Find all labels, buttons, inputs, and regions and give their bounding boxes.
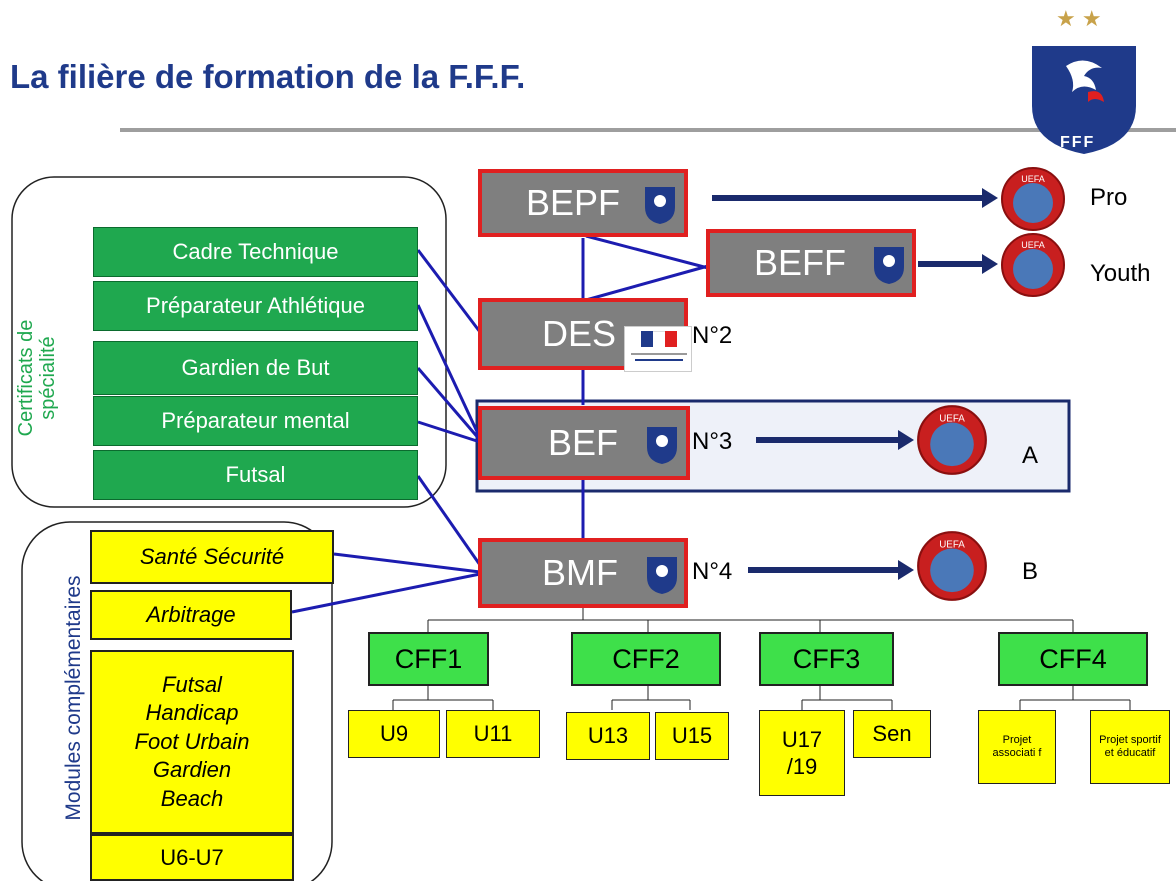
- svg-text:UEFA: UEFA: [939, 413, 965, 424]
- cff3-sub-u17-19: U17 /19: [759, 710, 845, 796]
- cff4-sub-projet-associatif: Projet associati f: [978, 710, 1056, 784]
- specialty-futsal: Futsal: [93, 450, 418, 500]
- specialty-preparateur-athletique: Préparateur Athlétique: [93, 281, 418, 331]
- module-gardien: Gardien: [152, 757, 232, 783]
- title-divider: [120, 128, 1176, 132]
- fff-shield-icon: [647, 557, 677, 594]
- cff4-box: CFF4: [998, 632, 1148, 686]
- uefa-a-label: A: [1022, 442, 1039, 469]
- logo-text: FFF: [1060, 134, 1096, 151]
- level-n3-label: N°3: [692, 428, 733, 455]
- page-title: La filière de formation de la F.F.F.: [10, 58, 526, 95]
- specialty-gardien-de-but: Gardien de But: [93, 341, 418, 395]
- cff3-sub-sen: Sen: [853, 710, 931, 758]
- cff4-sub-projet-sportif: Projet sportif et éducatif: [1090, 710, 1170, 784]
- uefa-badge-icon: UEFA: [1001, 167, 1065, 231]
- module-sante-securite: Santé Sécurité: [90, 530, 334, 584]
- module-handicap: Handicap: [145, 700, 239, 726]
- module-foot-urbain: Foot Urbain: [134, 728, 250, 754]
- specialty-vertical-label: Certificats de spécialité: [15, 319, 59, 437]
- svg-text:UEFA: UEFA: [939, 539, 965, 550]
- svg-text:UEFA: UEFA: [1021, 174, 1045, 184]
- module-arbitrage: Arbitrage: [90, 590, 292, 640]
- cff2-sub-u15: U15: [655, 712, 729, 760]
- uefa-badge-icon: UEFA: [1001, 233, 1065, 297]
- module-futsal: Futsal: [162, 671, 222, 697]
- specialty-frame: [11, 176, 447, 508]
- specialty-cadre-technique: Cadre Technique: [93, 227, 418, 277]
- uefa-pro-label: Pro: [1090, 184, 1128, 211]
- fff-shield-icon: [647, 427, 677, 464]
- cff1-sub-u9: U9: [348, 710, 440, 758]
- cff3-box: CFF3: [759, 632, 894, 686]
- cff1-sub-u11: U11: [446, 710, 540, 758]
- uefa-youth-label: Youth: [1090, 260, 1151, 287]
- cff1-box: CFF1: [368, 632, 489, 686]
- specialty-preparateur-mental: Préparateur mental: [93, 396, 418, 446]
- fff-shield-icon: [874, 247, 904, 284]
- fff-logo: ★ ★ FFF: [1020, 6, 1148, 156]
- uefa-badge-icon: UEFA: [917, 405, 987, 475]
- level-n4-label: N°4: [692, 558, 733, 585]
- module-beach: Beach: [160, 785, 224, 811]
- republique-francaise-logo: [624, 326, 692, 372]
- module-u6-u7: U6-U7: [90, 834, 294, 881]
- cff2-sub-u13: U13: [566, 712, 650, 760]
- level-n2-label: N°2: [692, 322, 733, 349]
- modules-frame: [21, 521, 333, 881]
- svg-text:UEFA: UEFA: [1021, 240, 1045, 250]
- uefa-badge-icon: UEFA: [917, 531, 987, 601]
- cff2-box: CFF2: [571, 632, 721, 686]
- logo-stars: ★ ★: [1056, 6, 1102, 31]
- module-multi: Futsal Handicap Foot Urbain Gardien Beac…: [90, 650, 294, 834]
- fff-shield-icon: [645, 187, 675, 224]
- uefa-b-label: B: [1022, 558, 1039, 585]
- shield-icon: [1032, 46, 1136, 154]
